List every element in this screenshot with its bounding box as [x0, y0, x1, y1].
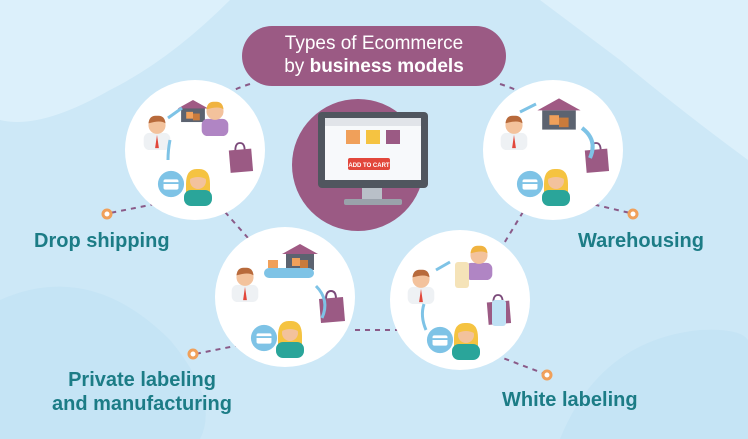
label-drop-shipping: Drop shipping	[34, 230, 170, 252]
add-to-cart-label: ADD TO CART	[348, 163, 390, 169]
title-pill: Types of Ecommerce by business models	[242, 26, 506, 86]
connector-dots	[101, 208, 639, 381]
title-prefix: by	[284, 56, 310, 77]
label-private-line-2: and manufacturing	[51, 393, 232, 415]
label-warehousing: Warehousing	[578, 230, 704, 252]
label-white-labeling: White labeling	[502, 389, 638, 411]
title-bold: business models	[309, 56, 464, 77]
monitor-icon: ADD TO CART	[318, 112, 428, 205]
label-private-line-1: Private labeling	[68, 369, 216, 391]
private-labeling-circle	[215, 227, 355, 367]
drop-shipping-circle	[125, 80, 265, 220]
title-line-2: by business models	[242, 55, 506, 78]
warehousing-circle	[483, 80, 623, 220]
title-line-1: Types of Ecommerce	[284, 33, 464, 54]
white-labeling-circle	[390, 230, 530, 370]
label-private-labeling: Private labeling and manufacturing	[40, 368, 244, 416]
